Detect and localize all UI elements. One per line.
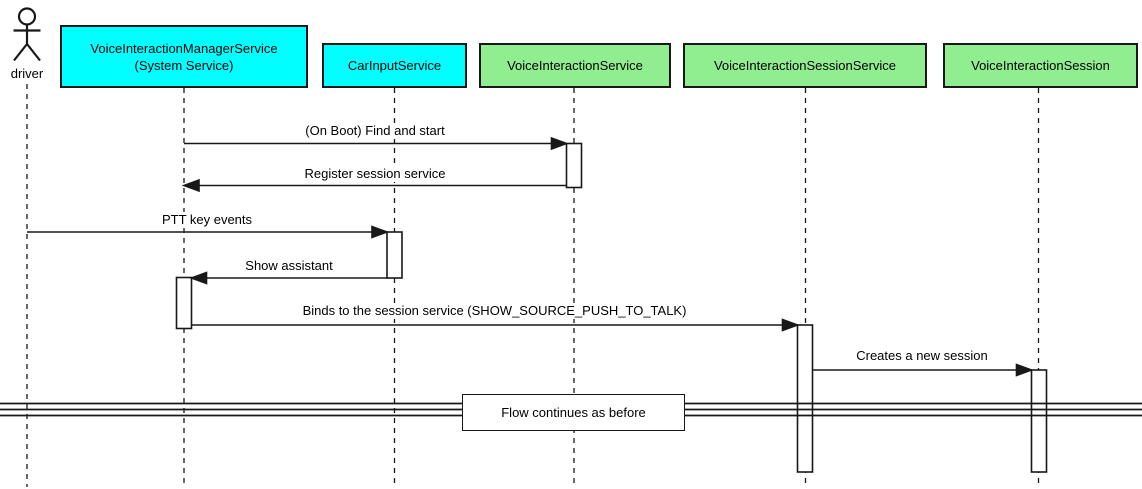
- participant-driver-label: driver: [10, 66, 44, 81]
- message-label-register-session-service: Register session service: [184, 166, 566, 182]
- message-label-binds-to-session-service: Binds to the session service (SHOW_SOURC…: [191, 303, 798, 319]
- arrowhead-right-icon: [781, 318, 800, 332]
- arrowhead-right-icon: [1015, 363, 1034, 377]
- actor-stick-figure-icon: [13, 7, 41, 62]
- participant-label: VoiceInteractionService: [507, 58, 643, 73]
- activation-voice-interaction-session-service: [796, 324, 814, 473]
- activation-car-input-service: [386, 231, 403, 279]
- participant-voice-interaction-service: VoiceInteractionService: [479, 43, 671, 88]
- divider-label-box: Flow continues as before: [462, 394, 685, 431]
- participant-voice-interaction-manager-service: VoiceInteractionManagerService (System S…: [60, 25, 308, 88]
- participant-voice-interaction-session-service: VoiceInteractionSessionService: [683, 43, 927, 88]
- message-label-creates-a-new-session: Creates a new session: [813, 348, 1031, 364]
- activation-voice-interaction-session: [1030, 369, 1048, 473]
- participant-label: VoiceInteractionManagerService: [90, 40, 278, 56]
- message-label-show-assistant: Show assistant: [191, 258, 387, 274]
- message-label-on-boot-find-and-start: (On Boot) Find and start: [184, 123, 566, 139]
- participant-label: CarInputService: [347, 58, 442, 73]
- participant-car-input-service: CarInputService: [322, 43, 467, 88]
- message-label-ptt-key-events: PTT key events: [27, 212, 387, 228]
- arrowhead-left-icon: [181, 178, 200, 193]
- participant-label: VoiceInteractionSession: [971, 58, 1110, 73]
- arrowhead-left-icon: [189, 271, 208, 285]
- divider-label: Flow continues as before: [501, 405, 646, 420]
- activation-voice-interaction-manager-service: [175, 276, 193, 330]
- participant-label: VoiceInteractionSessionService: [713, 58, 897, 73]
- arrowhead-right-icon: [371, 225, 390, 239]
- arrowhead-right-icon: [550, 136, 569, 151]
- participant-sublabel: (System Service): [134, 57, 234, 73]
- participant-voice-interaction-session: VoiceInteractionSession: [943, 43, 1138, 88]
- activation-voice-interaction-service: [565, 142, 583, 189]
